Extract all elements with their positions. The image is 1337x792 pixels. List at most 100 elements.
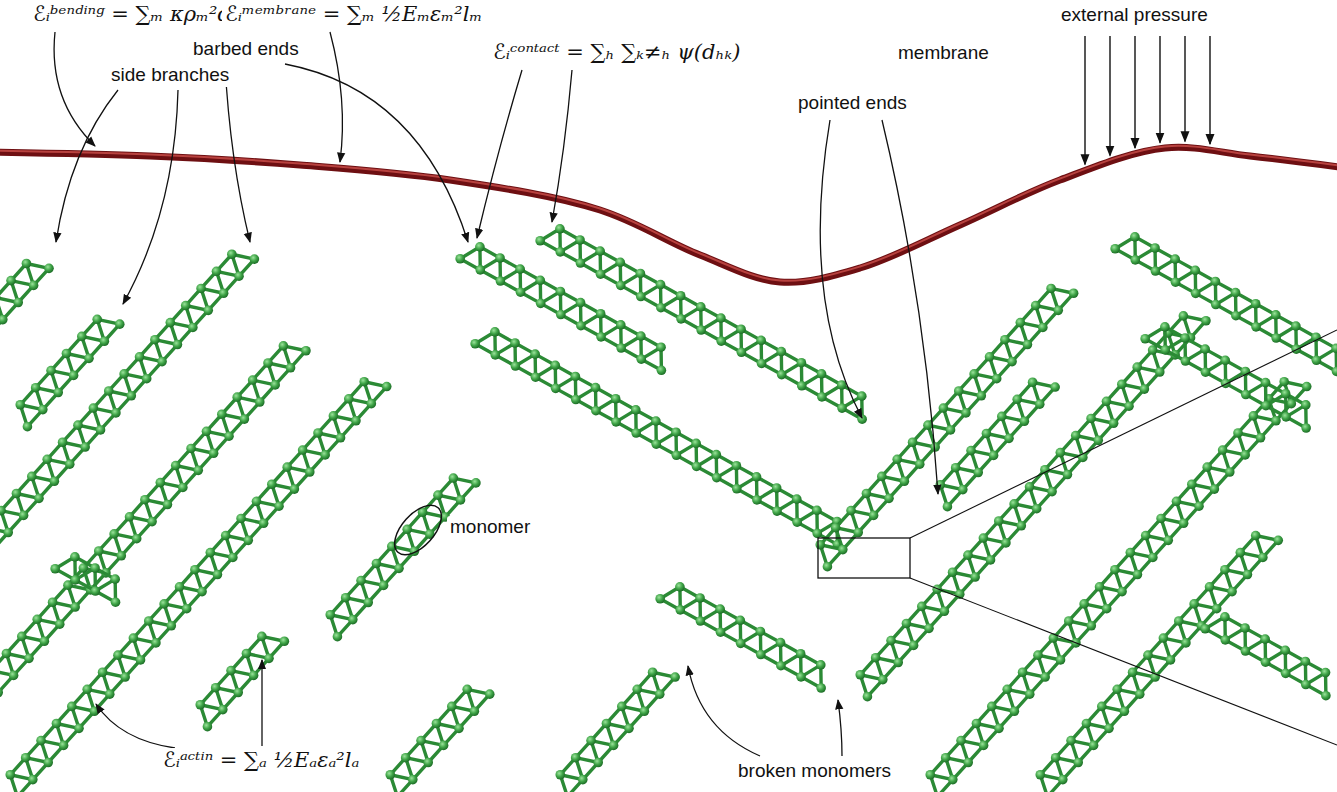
actin-bead (80, 442, 90, 452)
actin-bead (53, 388, 63, 398)
actin-bead (1058, 775, 1068, 785)
annotation-label: monomer (447, 516, 533, 539)
actin-bead (1038, 323, 1048, 333)
actin-bead (211, 683, 221, 693)
actin-bead (596, 269, 606, 279)
zoom-line (910, 578, 1337, 745)
actin-bead (23, 422, 33, 432)
actin-bead (846, 506, 856, 516)
actin-bead (274, 501, 284, 511)
leader-arrow (123, 90, 178, 304)
leader-arrow (820, 120, 862, 418)
actin-bead (616, 343, 626, 353)
actin-bead (676, 291, 686, 301)
actin-bead (31, 383, 41, 393)
actin-bead (1261, 401, 1271, 411)
actin-bead (877, 472, 887, 482)
actin-bead (341, 593, 351, 603)
actin-bead (1191, 289, 1201, 299)
actin-bead (946, 425, 956, 435)
actin-bead (462, 685, 472, 695)
actin-bead (250, 254, 260, 264)
actin-bead (900, 476, 910, 486)
actin-bead (402, 525, 412, 535)
actin-filament (1200, 612, 1330, 700)
zoom-box (818, 538, 910, 578)
actin-bead (902, 619, 912, 629)
actin-bead (240, 414, 250, 424)
actin-bead (290, 484, 300, 494)
actin-bead (333, 632, 343, 642)
energy-formula: ℰᵢᵃᶜᵗⁱⁿ = ∑ₐ ½Eₐεₐ²lₐ (160, 748, 362, 773)
actin-bead (838, 545, 848, 555)
actin-bead (1220, 355, 1230, 365)
actin-bead (280, 636, 290, 646)
actin-bead (372, 559, 382, 569)
actin-bead (555, 770, 565, 780)
actin-bead (1135, 689, 1145, 699)
actin-bead (1256, 433, 1266, 443)
actin-bead (416, 736, 426, 746)
actin-bead (228, 553, 238, 563)
pressure-arrow (1109, 36, 1110, 156)
actin-bead (1220, 635, 1230, 645)
actin-filament (1110, 232, 1337, 376)
actin-bead (456, 495, 466, 505)
annotation-label: external pressure (1058, 4, 1211, 27)
actin-bead (248, 375, 258, 385)
actin-bead (267, 479, 277, 489)
actin-bead (1020, 416, 1030, 426)
actin-bead (1160, 345, 1170, 355)
actin-bead (1174, 616, 1184, 626)
actin-bead (1211, 300, 1221, 310)
actin-bead (217, 409, 227, 419)
actin-bead (776, 347, 786, 357)
actin-bead (797, 358, 807, 368)
actin-bead (817, 369, 827, 379)
actin-bead (408, 775, 418, 785)
actin-bead (812, 506, 822, 516)
actin-filament (385, 685, 494, 792)
actin-bead (70, 552, 80, 562)
actin-bead (531, 372, 541, 382)
actin-bead (1202, 462, 1212, 472)
actin-bead (471, 478, 481, 488)
actin-bead (255, 397, 265, 407)
actin-bead (696, 302, 706, 312)
actin-bead (1231, 311, 1241, 321)
actin-bead (1028, 377, 1038, 387)
actin-bead (28, 775, 38, 785)
actin-bead (792, 494, 802, 504)
actin-bead (155, 478, 165, 488)
actin-bead (105, 689, 115, 699)
actin-bead (159, 599, 169, 609)
actin-bead (69, 371, 79, 381)
leader-arrow (552, 70, 572, 222)
actin-bead (1130, 232, 1140, 242)
actin-bead (0, 688, 3, 698)
actin-bead (1261, 378, 1271, 388)
leader-arrow (882, 120, 938, 494)
actin-bead (1170, 254, 1180, 264)
actin-bead (44, 264, 54, 274)
actin-bead (1279, 377, 1289, 387)
actin-bead (992, 374, 1002, 384)
actin-bead (382, 382, 392, 392)
actin-bead (792, 517, 802, 527)
actin-bead (348, 615, 358, 625)
actin-bead (893, 658, 903, 668)
actin-bead (757, 359, 767, 369)
actin-bead (853, 528, 863, 538)
actin-bead (1010, 706, 1020, 716)
actin-bead (1109, 418, 1119, 428)
actin-bead (1201, 316, 1211, 326)
actin-bead (869, 511, 879, 521)
actin-bead (776, 661, 786, 671)
actin-bead (205, 548, 215, 558)
actin-bead (657, 366, 667, 376)
actin-bead (490, 350, 500, 360)
actin-bead (815, 540, 825, 550)
actin-bead (636, 292, 646, 302)
actin-bead (1124, 401, 1134, 411)
